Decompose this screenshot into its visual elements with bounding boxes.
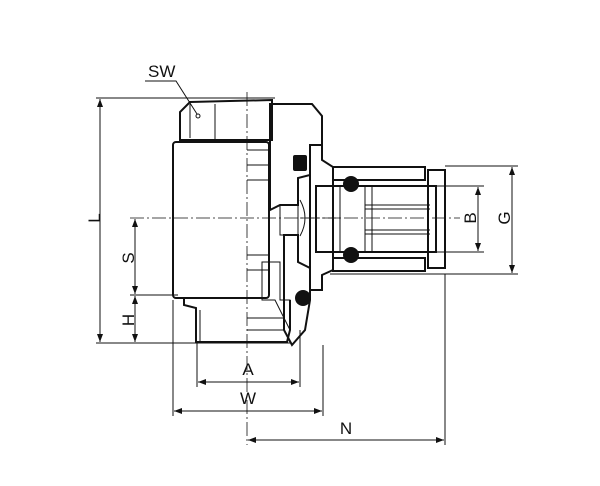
label-h: H — [119, 314, 138, 326]
dimension-lines — [97, 80, 515, 443]
label-g: G — [495, 211, 514, 224]
label-s: S — [119, 252, 138, 263]
fitting-body — [172, 98, 334, 347]
label-w: W — [240, 389, 256, 408]
label-l: L — [85, 213, 104, 222]
label-n: N — [340, 419, 352, 438]
sw-point — [195, 113, 201, 119]
sw-leader — [145, 80, 198, 115]
label-b: B — [461, 212, 480, 223]
label-a: A — [242, 360, 254, 379]
extension-lines — [96, 97, 518, 445]
push-in-connector — [315, 166, 446, 272]
centerlines — [130, 92, 460, 445]
label-sw: SW — [148, 62, 175, 81]
